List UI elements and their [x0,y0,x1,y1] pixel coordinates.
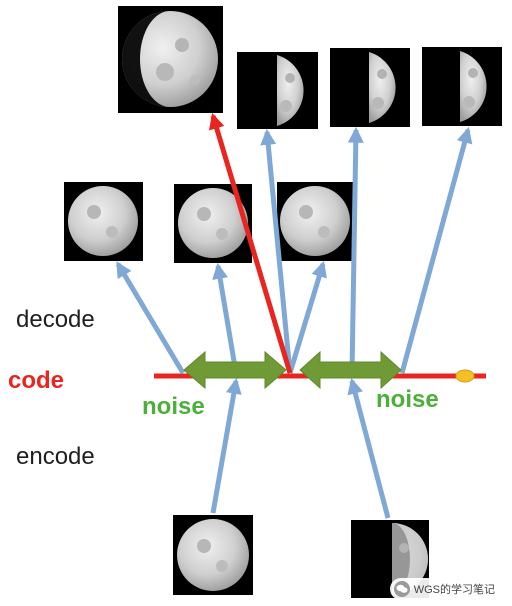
encode-arrow-right [347,377,391,519]
noise-label-right: noise [376,386,439,413]
moon-image-top-right-2 [330,48,410,127]
decode-arrow-top-large [209,112,293,374]
moon-image-mid-1 [64,182,143,261]
moon-image-mid-3 [277,182,354,261]
moon-image-top-right-1 [237,52,318,129]
decode-arrow-top-right-3 [399,126,473,374]
encode-label: encode [16,443,95,470]
code-label: code [8,367,65,394]
watermark-text: WGS的学习笔记 [413,584,495,596]
noise-arrow-left [183,350,287,390]
decode-arrow-mid-2 [212,262,239,374]
decode-arrow-top-right-1 [260,128,293,374]
encode-arrow-left [210,377,242,514]
watermark: WGS的学习笔记 [389,578,502,600]
moon-image-top-right-3 [422,47,502,126]
noise-label-left: noise [142,393,205,420]
code-marker [455,369,475,383]
noise-arrow-right [299,350,402,390]
moon-image-bottom-left [173,515,253,595]
moon-image-top-large [118,6,223,113]
decode-arrow-mid-3 [287,260,327,374]
decode-label: decode [16,306,95,333]
decode-arrow-mid-1 [115,261,186,375]
wechat-icon [393,581,410,597]
moon-image-mid-2 [174,184,252,263]
decode-arrow-top-right-2 [347,126,364,374]
